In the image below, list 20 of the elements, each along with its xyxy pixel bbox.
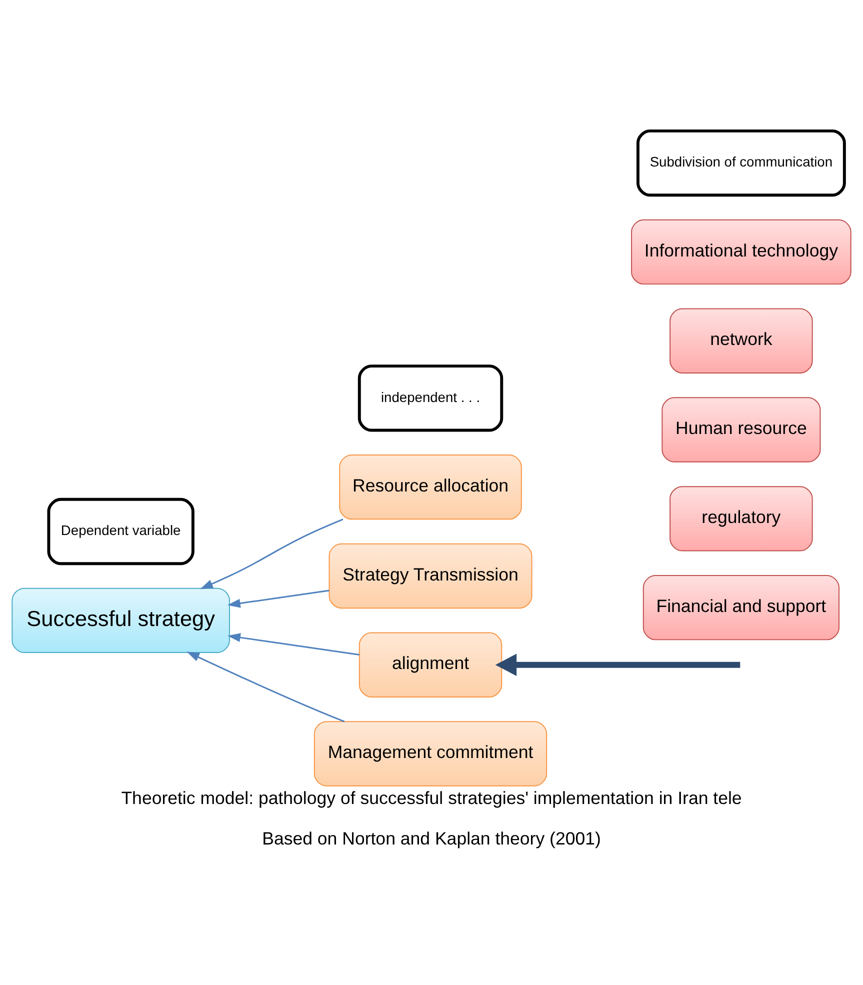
- arrow: [228, 633, 360, 656]
- node-box: regulatory: [670, 486, 813, 552]
- arrow: [200, 518, 344, 590]
- arrow: [227, 590, 330, 608]
- node-box: Successful strategy: [12, 588, 230, 654]
- node-box: Financial and support: [642, 574, 840, 640]
- diagram-title: Theoretic model: pathology of successful strategies' implementation in Iran tele: [121, 788, 742, 808]
- node-box: Informational technology: [631, 219, 852, 285]
- arrow: [495, 654, 740, 676]
- node-box: Dependent variable: [47, 498, 194, 566]
- caption: Based on Norton and Kaplan theory (2001): [262, 828, 601, 849]
- node-box: alignment: [358, 632, 502, 698]
- node-box: independent . . .: [358, 364, 504, 432]
- node-box: Strategy Transmission: [328, 543, 532, 609]
- arrow: [186, 652, 345, 722]
- node-box: Management commitment: [314, 721, 548, 786]
- node-box: Subdivision of communication: [636, 129, 846, 197]
- node-box: Resource allocation: [339, 454, 522, 520]
- node-box: Human resource: [662, 397, 821, 462]
- node-box: network: [670, 308, 813, 374]
